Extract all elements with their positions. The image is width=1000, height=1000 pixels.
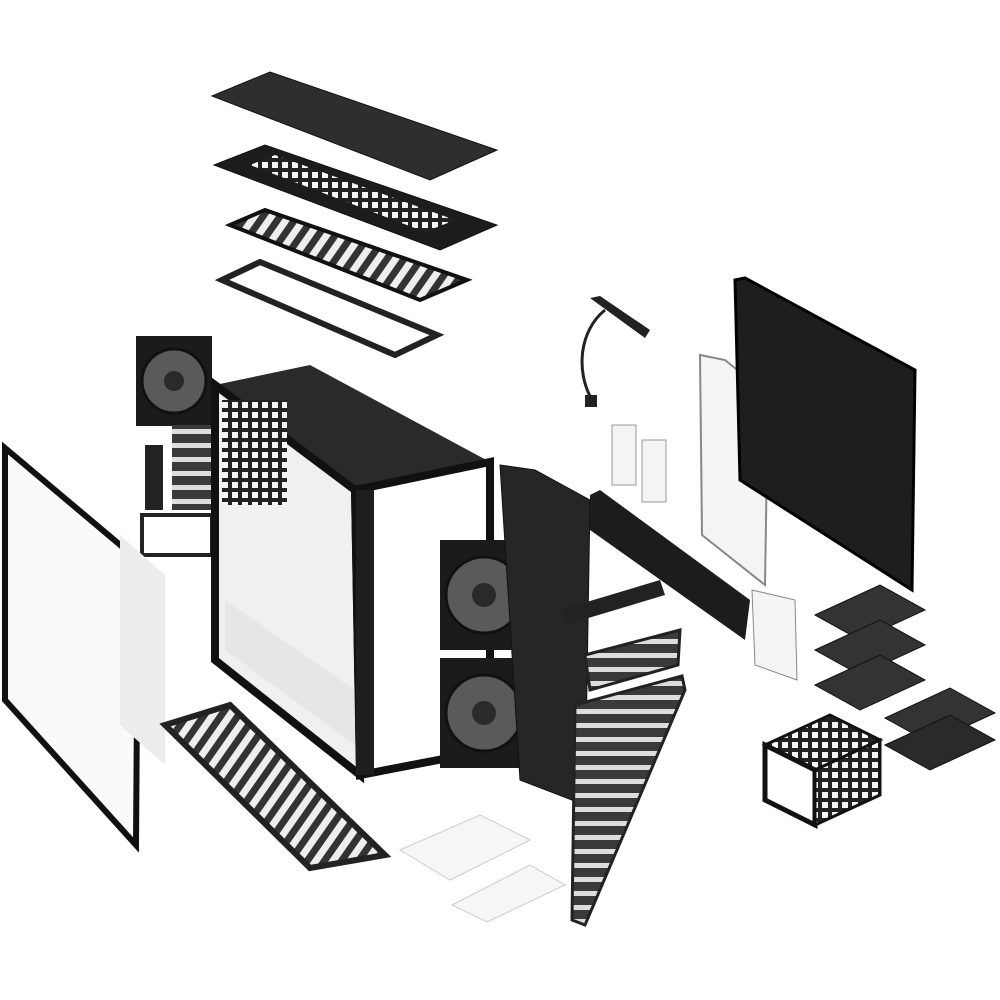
hdd-cage — [761, 713, 884, 830]
bottom-dust-filter — [159, 701, 392, 872]
pci-brackets — [140, 425, 217, 557]
top-cover — [210, 71, 499, 181]
front-door — [499, 464, 591, 806]
front-frame-bar — [560, 580, 665, 625]
ssd-bracket — [641, 439, 667, 503]
glass-side-panel-inner — [120, 535, 165, 765]
ssd-bracket — [611, 424, 637, 486]
rear-fan — [136, 336, 212, 426]
hdd-trays — [813, 584, 997, 771]
foam-pad — [398, 814, 532, 881]
ssd-bracket-small — [751, 589, 798, 681]
glass-side-panel — [2, 441, 142, 853]
front-mesh-grille — [570, 674, 687, 927]
foam-pad — [450, 864, 567, 923]
right-side-panel — [733, 276, 917, 593]
io-cable — [580, 296, 650, 407]
top-mesh-holes — [250, 155, 455, 232]
top-bracket-frame — [224, 207, 473, 303]
cable-cover-bar — [590, 490, 750, 640]
top-bracket-frame-lower — [214, 258, 445, 359]
front-grille-bracket — [583, 628, 682, 692]
